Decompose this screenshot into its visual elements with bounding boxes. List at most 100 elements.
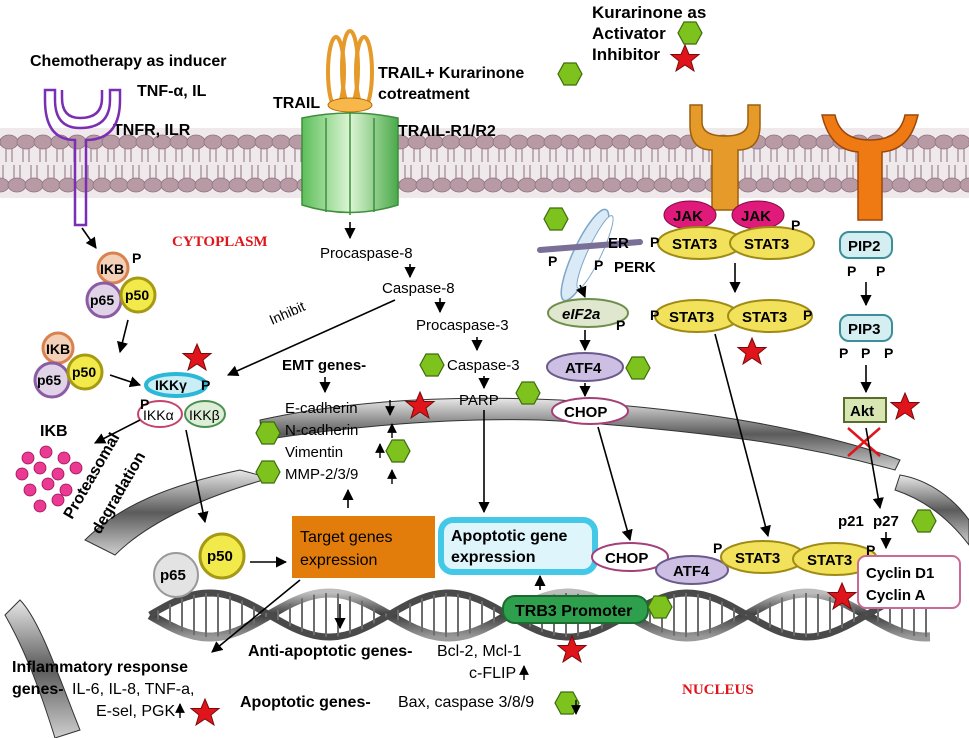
- apoptotic-expression-label-2: expression: [451, 549, 535, 566]
- emt-label: EMT genes-: [282, 357, 366, 374]
- casp3-label: Caspase-3: [447, 357, 520, 374]
- stat3-label: STAT3: [735, 550, 780, 567]
- trail-receptor: TRAIL TRAIL+ Kurarinone cotreatment TRAI…: [273, 29, 583, 215]
- p65-label: p65: [160, 567, 186, 584]
- inflam-label-2: genes-: [12, 681, 64, 698]
- jak-label: JAK: [741, 208, 771, 225]
- phospho-label: P: [713, 540, 722, 556]
- ikb-label: IKB: [100, 261, 124, 277]
- ikb-label: IKB: [40, 423, 68, 440]
- inflam-values-2: E-sel, PGK: [96, 703, 175, 720]
- phospho-label: P: [866, 542, 875, 558]
- trail-cotreat-label-1: TRAIL+ Kurarinone: [378, 65, 524, 82]
- inflam-label-1: Inflammatory response: [12, 659, 188, 676]
- inflam-values-1: IL-6, IL-8, TNF-a,: [72, 681, 194, 698]
- inhibitor-star-icon: [182, 343, 212, 371]
- stat3-label: STAT3: [672, 236, 717, 253]
- jak-label: JAK: [673, 208, 703, 225]
- perk-label: PERK: [614, 259, 656, 276]
- trail-r-label: TRAIL-R1/R2: [398, 123, 496, 140]
- updown-arrows: [175, 400, 581, 718]
- cflip-label: c-FLIP: [469, 665, 516, 682]
- p50-label: p50: [72, 364, 96, 380]
- atf4-label: ATF4: [565, 360, 602, 377]
- proteasome-dots: [15, 445, 83, 513]
- phospho-label: P: [839, 345, 848, 361]
- atf4-label: ATF4: [673, 563, 710, 580]
- jak-receptor: [689, 104, 761, 211]
- casp8-label: Caspase-8: [382, 280, 455, 297]
- apoptotic-genes-values: Bax, caspase 3/8/9: [398, 694, 534, 711]
- nucleus-label: NUCLEUS: [682, 682, 754, 698]
- er-label: ER: [608, 235, 629, 252]
- cyclin-d1-label: Cyclin D1: [866, 565, 934, 582]
- procasp8-label: Procaspase-8: [320, 245, 413, 262]
- legend: Kurarinone as Activator Inhibitor: [592, 3, 706, 72]
- target-genes-box: [292, 516, 435, 578]
- activator-hexagon-icon: [419, 353, 445, 377]
- phospho-label: P: [847, 263, 856, 279]
- p65-label: p65: [37, 372, 61, 388]
- anti-apoptotic-label: Anti-apoptotic genes-: [248, 643, 412, 660]
- ecad-label: E-cadherin: [285, 400, 358, 417]
- er-perk: ER PERK P P: [537, 207, 656, 302]
- ikkg-label: IKKγ: [155, 377, 187, 393]
- activator-hexagon-icon: [255, 460, 281, 484]
- inhibit-label: Inhibit: [267, 298, 308, 328]
- target-genes-label-1: Target genes: [300, 529, 393, 546]
- pathway-arrows: [81, 222, 892, 653]
- chemo-label: Chemotherapy as inducer: [30, 53, 227, 70]
- p21-label: p21: [838, 513, 864, 530]
- stat3-label: STAT3: [742, 309, 787, 326]
- ncad-label: N-cadherin: [285, 422, 358, 439]
- tnf-receptor: Chemotherapy as inducer TNF-α, IL TNFR, …: [30, 53, 227, 227]
- stat3-label: STAT3: [807, 552, 852, 569]
- p50-label: p50: [125, 287, 149, 303]
- legend-activator-label: Activator: [592, 24, 666, 43]
- phospho-label: P: [791, 217, 800, 233]
- ikka-label: IKKα: [143, 407, 174, 423]
- activator-hexagon-icon: [911, 509, 937, 533]
- phospho-label: P: [140, 396, 149, 412]
- cytoplasm-label: CYTOPLASM: [172, 234, 268, 250]
- phospho-label: P: [876, 263, 885, 279]
- phospho-label: P: [132, 250, 141, 266]
- activator-hexagon-icon: [677, 21, 703, 45]
- p50-label: p50: [207, 548, 233, 565]
- activator-hexagon-icon: [515, 381, 541, 405]
- activator-hexagon-icon: [647, 595, 673, 619]
- phospho-label: P: [884, 345, 893, 361]
- activator-hexagon-icon: [543, 207, 569, 231]
- p27-label: p27: [873, 513, 899, 530]
- activator-hexagon-icon: [625, 356, 651, 380]
- cell-membrane: [0, 128, 969, 198]
- inhibitor-star-icon: [890, 392, 920, 420]
- inhibitor-star-icon: [670, 44, 700, 72]
- apoptotic-expression-label-1: Apoptotic gene: [451, 528, 568, 545]
- trail-label: TRAIL: [273, 95, 320, 112]
- phospho-label: P: [616, 317, 625, 333]
- trail-cotreat-label-2: cotreatment: [378, 86, 470, 103]
- procasp3-label: Procaspase-3: [416, 317, 509, 334]
- phospho-label: P: [548, 253, 557, 269]
- stat3-label: STAT3: [744, 236, 789, 253]
- phospho-label: P: [650, 307, 659, 323]
- phospho-label: P: [803, 307, 812, 323]
- inhibitor-star-icon: [737, 337, 767, 365]
- tnf-il-label: TNF-α, IL: [137, 83, 207, 100]
- pip3-label: PIP3: [848, 321, 881, 338]
- pi3k-receptor: [821, 114, 919, 221]
- anti-apoptotic-values: Bcl-2, Mcl-1: [437, 643, 522, 660]
- target-genes-label-2: expression: [300, 552, 377, 569]
- akt-label: Akt: [850, 403, 874, 420]
- phospho-label: P: [861, 345, 870, 361]
- activator-hexagon-icon: [385, 439, 411, 463]
- stat3-label: STAT3: [669, 309, 714, 326]
- chop-label: CHOP: [605, 550, 648, 567]
- apoptotic-genes-label: Apoptotic genes-: [240, 694, 371, 711]
- mmp-label: MMP-2/3/9: [285, 466, 358, 483]
- phospho-label: P: [650, 234, 659, 250]
- inhibitor-star-icon: [190, 698, 220, 726]
- vim-label: Vimentin: [285, 444, 343, 461]
